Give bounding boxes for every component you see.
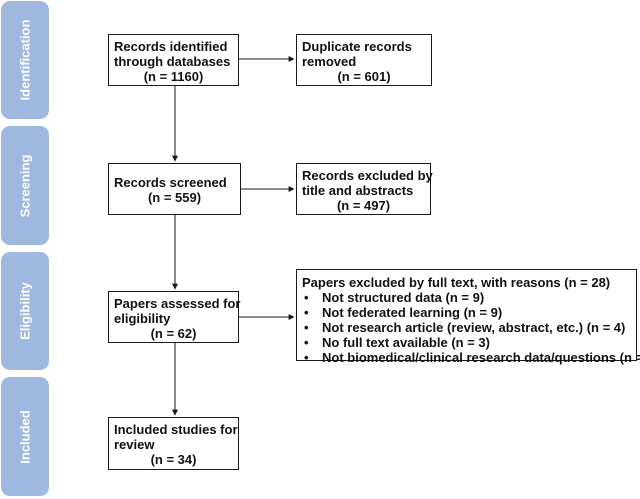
list-item: • No full text available (n = 3) <box>302 335 636 350</box>
box-duplicates-removed: Duplicate records removed (n = 601) <box>296 34 432 86</box>
box-line: Records excluded by <box>302 168 433 183</box>
reason-text: Not research article (review, abstract, … <box>322 320 626 335</box>
list-item: • Not research article (review, abstract,… <box>302 320 636 335</box>
list-item: • Not biomedical/clinical research data/q… <box>302 350 640 365</box>
box-count: (n = 601) <box>337 69 391 84</box>
bullet: • <box>304 305 309 320</box>
box-line: Papers assessed for <box>114 296 241 311</box>
box-line: Records identified <box>114 39 228 54</box>
bullet: • <box>304 320 309 335</box>
box-line: Records screened <box>114 175 227 190</box>
box-title: Papers excluded by full text, with reaso… <box>302 275 611 290</box>
box-records-identified: Records identified through databases (n … <box>108 34 239 86</box>
box-count: (n = 497) <box>336 198 391 213</box>
box-count: (n = 1160) <box>143 69 204 84</box>
box-line: removed <box>302 54 357 69</box>
box-line: title and abstracts <box>302 183 414 198</box>
list-item: • Not structured data (n = 9) <box>302 290 636 305</box>
bullet: • <box>304 350 309 365</box>
box-line: eligibility <box>114 311 171 326</box>
exclusion-reasons-list: • Not structured data (n = 9) • Not federa… <box>302 290 640 365</box>
box-count: (n = 62) <box>150 326 197 341</box>
reason-text: Not structured data (n = 9) <box>322 290 485 305</box>
box-records-screened: Records screened (n = 559) <box>108 163 241 215</box>
list-item: • Not federated learning (n = 9) <box>302 305 636 320</box>
box-line: review <box>114 437 155 452</box>
reason-text: No full text available (n = 3) <box>322 335 490 350</box>
bullet: • <box>304 335 309 350</box>
box-line: Duplicate records <box>302 39 412 54</box>
box-line: Included studies for <box>114 422 238 437</box>
phase-screening: Screening <box>1 126 49 245</box>
box-papers-assessed: Papers assessed for eligibility (n = 62) <box>108 291 241 343</box>
bullet: • <box>304 290 309 305</box>
reason-text: Not biomedical/clinical research data/qu… <box>322 350 640 365</box>
box-line: through databases <box>114 54 231 69</box>
phase-eligibility: Eligibility <box>1 252 49 370</box>
phase-identification: Identification <box>1 1 49 119</box>
box-records-excluded: Records excluded by title and abstracts … <box>296 163 433 215</box>
box-count: (n = 559) <box>147 190 202 205</box>
box-included-studies: Included studies for review (n = 34) <box>108 417 239 470</box>
reason-text: Not federated learning (n = 9) <box>322 305 503 320</box>
box-papers-excluded-fulltext: Papers excluded by full text, with reaso… <box>296 269 640 365</box>
phase-included: Included <box>1 377 49 496</box>
box-count: (n = 34) <box>150 452 197 467</box>
